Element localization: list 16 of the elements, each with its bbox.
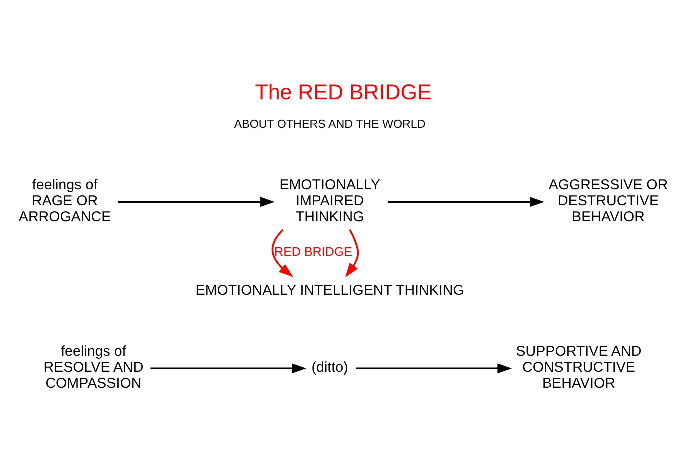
arrow [356,364,512,374]
arrow [150,364,306,374]
node-text: EMOTIONALLY INTELLIGENT THINKING [196,283,464,300]
diagram-title: The RED BRIDGE [255,80,432,104]
node-text: SUPPORTIVE AND CONSTRUCTIVE BEHAVIOR [516,344,642,392]
node-text: EMOTIONALLY IMPAIRED THINKING [280,177,380,226]
label: ABOUT OTHERS AND THE WORLD [234,118,426,132]
node-text: feelings of RAGE OR ARROGANCE [18,177,112,226]
arrow [118,197,275,208]
arrow [272,229,294,278]
node-text: AGGRESSIVE OR DESTRUCTIVE BEHAVIOR [548,177,668,226]
node-text: (ditto) [312,360,348,376]
arrow [388,197,544,208]
arrow [345,229,360,278]
node-text: feelings of RESOLVE AND COMPASSION [44,344,144,392]
edge-label: RED BRIDGE [274,245,352,260]
